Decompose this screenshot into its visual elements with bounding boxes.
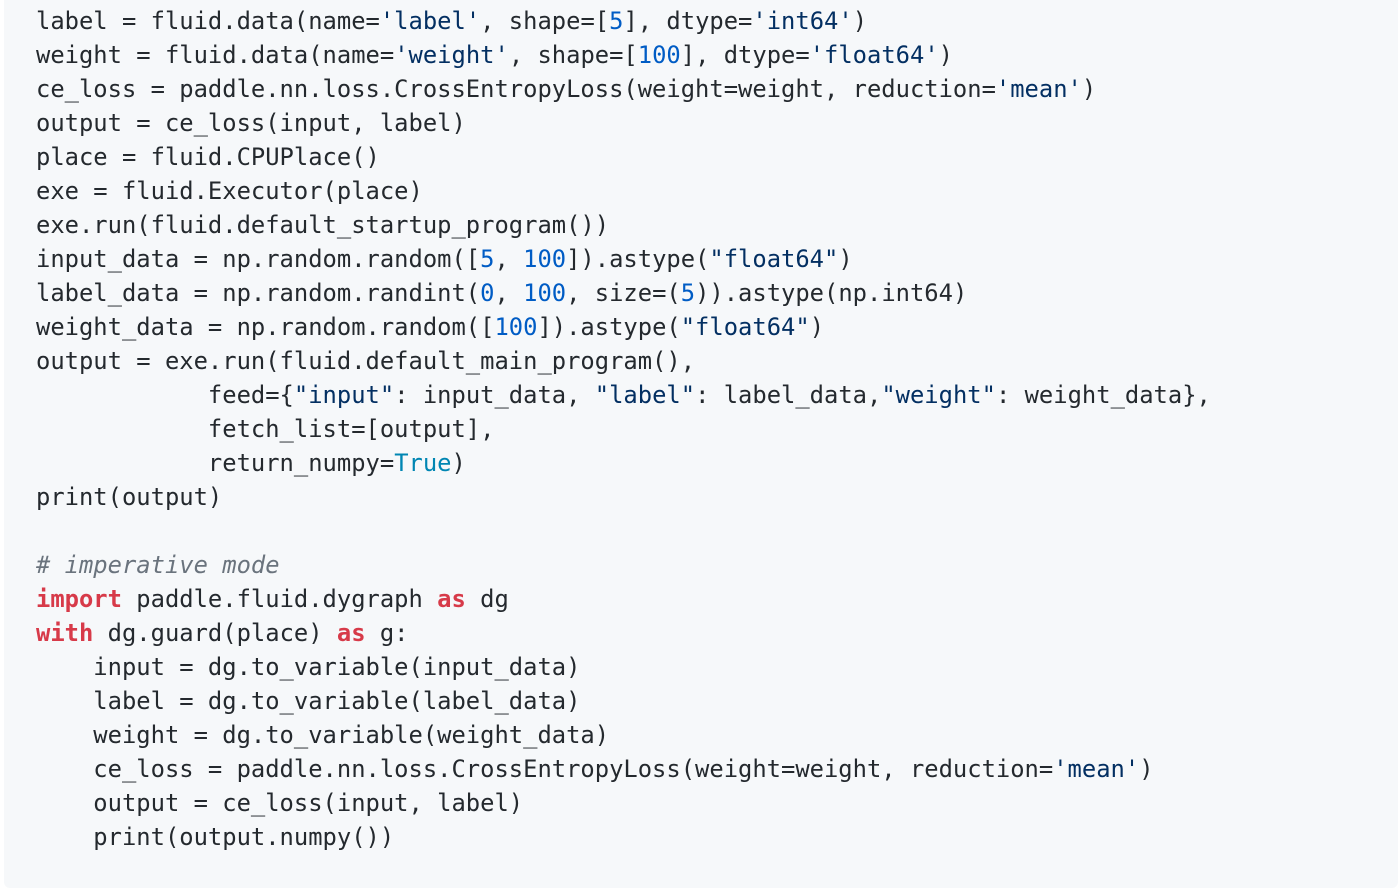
number-literal: 5 — [609, 7, 624, 35]
code-text: label = dg.to_variable(label_data) — [36, 687, 581, 715]
code-line: fetch_list=[output], — [36, 412, 1211, 446]
code-line — [36, 514, 1211, 548]
keyword: import — [36, 585, 122, 613]
code-text: ce_loss = paddle.nn.loss.CrossEntropyLos… — [36, 75, 996, 103]
code-text: dg.guard(place) — [93, 619, 337, 647]
number-literal: 100 — [494, 313, 538, 341]
code-line: weight = dg.to_variable(weight_data) — [36, 718, 1211, 752]
code-line: weight = fluid.data(name='weight', shape… — [36, 38, 1211, 72]
code-line: input_data = np.random.random([5, 100]).… — [36, 242, 1211, 276]
code-text: place = fluid.CPUPlace() — [36, 143, 380, 171]
string-literal: 'weight' — [394, 41, 509, 69]
code-text: ) — [938, 41, 953, 69]
code-line: weight_data = np.random.random([100]).as… — [36, 310, 1211, 344]
code-text: ) — [852, 7, 868, 35]
code-text: output = exe.run(fluid.default_main_prog… — [36, 347, 696, 375]
code-text: output = ce_loss(input, label) — [36, 109, 466, 137]
code-text: ], dtype= — [680, 41, 810, 69]
code-line: print(output.numpy()) — [36, 820, 1211, 854]
code-line: output = ce_loss(input, label) — [36, 106, 1211, 140]
code-line: label = fluid.data(name='label', shape=[… — [36, 4, 1211, 38]
code-text: ) — [451, 449, 466, 477]
code-text: : weight_data}, — [995, 381, 1211, 409]
code-text: : input_data, — [394, 381, 595, 409]
constant: True — [394, 449, 452, 477]
string-literal: 'label' — [379, 7, 481, 35]
comment: # imperative mode — [36, 551, 280, 579]
code-text: )).astype(np.int64) — [695, 279, 968, 307]
code-text: , — [494, 245, 524, 273]
code-line: return_numpy=True) — [36, 446, 1211, 480]
code-text: ], dtype= — [623, 7, 753, 35]
string-literal: 'int64' — [752, 7, 853, 35]
string-literal: 'float64' — [809, 41, 939, 69]
number-literal: 100 — [523, 245, 567, 273]
code-text: ) — [809, 313, 825, 341]
code-text: ]).astype( — [566, 245, 710, 273]
code-text: feed={ — [36, 381, 294, 409]
code-text: , size=( — [566, 279, 681, 307]
code-text: print(output.numpy()) — [36, 823, 395, 851]
code-listing[interactable]: label = fluid.data(name='label', shape=[… — [36, 4, 1211, 854]
code-text: , shape=[ — [480, 7, 610, 35]
keyword: as — [336, 619, 366, 647]
string-literal: "float64" — [709, 245, 839, 273]
code-line: exe.run(fluid.default_startup_program()) — [36, 208, 1211, 242]
code-text: print(output) — [36, 483, 223, 511]
code-line: ce_loss = paddle.nn.loss.CrossEntropyLos… — [36, 752, 1211, 786]
code-text: input = dg.to_variable(input_data) — [36, 653, 581, 681]
code-text: ce_loss = paddle.nn.loss.CrossEntropyLos… — [36, 755, 1054, 783]
code-line: input = dg.to_variable(input_data) — [36, 650, 1211, 684]
code-line: output = exe.run(fluid.default_main_prog… — [36, 344, 1211, 378]
number-literal: 5 — [480, 245, 495, 273]
code-text: exe.run(fluid.default_startup_program()) — [36, 211, 610, 239]
code-line: place = fluid.CPUPlace() — [36, 140, 1211, 174]
code-block-panel: label = fluid.data(name='label', shape=[… — [4, 0, 1398, 888]
code-text: exe = fluid.Executor(place) — [36, 177, 423, 205]
code-text: ]).astype( — [537, 313, 681, 341]
code-text: , shape=[ — [508, 41, 638, 69]
code-line: feed={"input": input_data, "label": labe… — [36, 378, 1211, 412]
code-text: input_data = np.random.random([ — [36, 245, 481, 273]
code-line: with dg.guard(place) as g: — [36, 616, 1211, 650]
code-text: fetch_list=[output], — [36, 415, 495, 443]
string-literal: "weight" — [881, 381, 996, 409]
code-text: weight = dg.to_variable(weight_data) — [36, 721, 610, 749]
string-literal: 'mean' — [995, 75, 1082, 103]
code-line: ce_loss = paddle.nn.loss.CrossEntropyLos… — [36, 72, 1211, 106]
code-line: import paddle.fluid.dygraph as dg — [36, 582, 1211, 616]
string-literal: 'mean' — [1053, 755, 1140, 783]
number-literal: 5 — [680, 279, 696, 307]
number-literal: 100 — [637, 41, 681, 69]
string-literal: "float64" — [680, 313, 810, 341]
number-literal: 100 — [523, 279, 567, 307]
code-line: # imperative mode — [36, 548, 1211, 582]
code-text: paddle.fluid.dygraph — [121, 585, 438, 613]
code-text: dg — [465, 585, 509, 613]
code-text: weight_data = np.random.random([ — [36, 313, 495, 341]
code-line: print(output) — [36, 480, 1211, 514]
code-text: ) — [1139, 755, 1154, 783]
code-line: label_data = np.random.randint(0, 100, s… — [36, 276, 1211, 310]
code-text: : label_data, — [695, 381, 882, 409]
code-text: label_data = np.random.randint( — [36, 279, 481, 307]
string-literal: "input" — [293, 381, 395, 409]
code-line: label = dg.to_variable(label_data) — [36, 684, 1211, 718]
code-line: exe = fluid.Executor(place) — [36, 174, 1211, 208]
number-literal: 0 — [480, 279, 495, 307]
string-literal: "label" — [594, 381, 696, 409]
code-text: output = ce_loss(input, label) — [36, 789, 524, 817]
code-text: weight = fluid.data(name= — [36, 41, 395, 69]
code-text — [36, 517, 50, 545]
code-text: , — [494, 279, 524, 307]
code-line: output = ce_loss(input, label) — [36, 786, 1211, 820]
code-text: label = fluid.data(name= — [36, 7, 380, 35]
keyword: as — [437, 585, 466, 613]
code-text: ) — [1081, 75, 1097, 103]
code-text: return_numpy= — [36, 449, 395, 477]
keyword: with — [36, 619, 94, 647]
code-text: ) — [838, 245, 853, 273]
code-text: g: — [365, 619, 409, 647]
